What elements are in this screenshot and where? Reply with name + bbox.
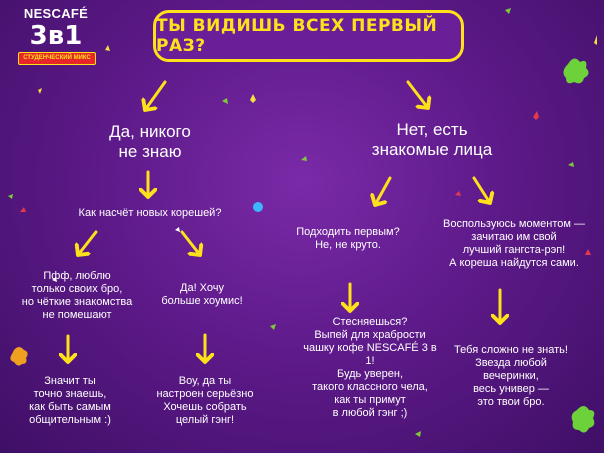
logo-product-text: 3в1: [29, 21, 83, 51]
option-more-homies: Да! Хочу больше хоумис!: [161, 282, 243, 307]
result-nescafe: Стесняешься? Выпей для храбрости чашку к…: [303, 316, 437, 419]
option-approach-first: Подходить первым? Не, не круто.: [296, 226, 400, 251]
option-own-bros: Пфф, люблю только своих бро, но чёткие з…: [21, 270, 133, 321]
result-gang: Воу, да ты настроен серьёзно Хочешь собр…: [156, 375, 254, 426]
arrow-icon: [78, 230, 98, 255]
result-star: Тебя сложно не знать! Звезда любой вечер…: [454, 344, 568, 408]
brand-logo: NESCAFÉ 3в1 СТУДЕНЧЕСКИЙ МИКС: [10, 6, 102, 68]
question-new-friends: Как насчёт новых корешей?: [78, 207, 222, 219]
arrow-icon: [145, 80, 167, 110]
result-sociable: Значит ты точно знаешь, как быть самым о…: [29, 375, 111, 426]
answer-yes: Да, никого не знаю: [109, 122, 191, 162]
option-gangsta-rap: Воспользуюсь моментом — зачитаю им свой …: [443, 218, 585, 269]
title-box: ТЫ ВИДИШЬ ВСЕХ ПЕРВЫЙ РАЗ?: [153, 10, 464, 62]
arrow-icon: [472, 176, 490, 203]
page-title: ТЫ ВИДИШЬ ВСЕХ ПЕРВЫЙ РАЗ?: [156, 16, 438, 56]
arrow-icon: [180, 230, 200, 255]
arrow-icon: [406, 80, 428, 108]
splat-icon: [10, 58, 595, 433]
arrow-icon: [375, 176, 392, 205]
answer-no: Нет, есть знакомые лица: [371, 120, 493, 160]
logo-brand-text: NESCAFÉ: [23, 6, 89, 21]
logo-badge: СТУДЕНЧЕСКИЙ МИКС: [18, 52, 96, 65]
